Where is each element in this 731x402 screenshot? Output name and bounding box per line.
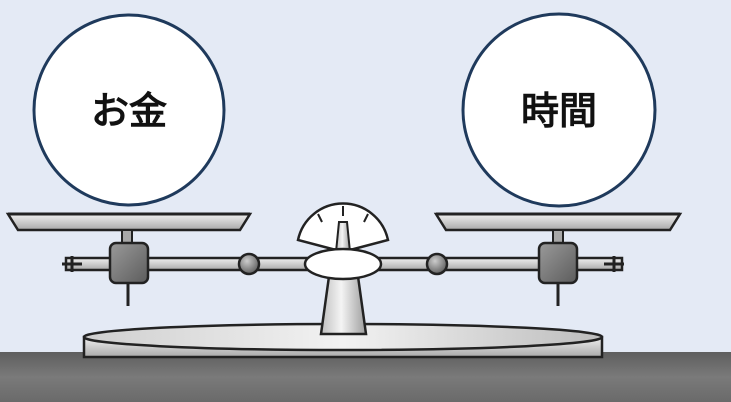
floor [0,352,731,402]
scale-pivot-gauge [296,202,390,281]
right-circle: 時間 [461,12,657,208]
left-circle: お金 [32,13,226,207]
left-circle-label: お金 [91,89,168,133]
left-pan-assembly [5,212,253,306]
right-circle-label: 時間 [521,89,597,133]
right-pan-assembly [433,212,683,306]
